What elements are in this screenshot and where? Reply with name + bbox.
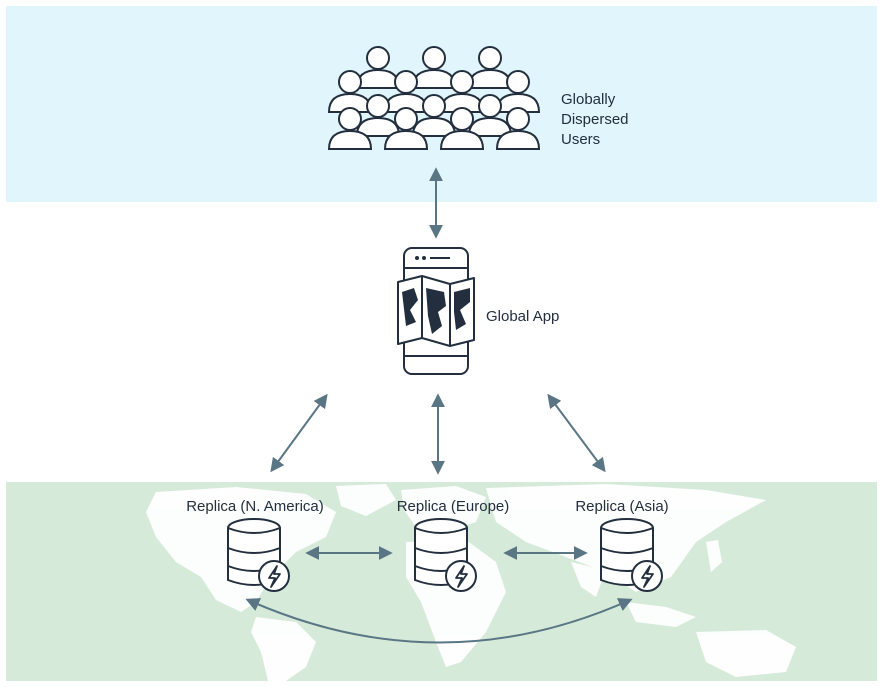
users-label-line-2: Dispersed [561,111,629,128]
replica-na-database-icon [227,518,290,592]
users-group-icon [328,46,540,150]
users-label-line-3: Users [561,131,601,148]
replica-eu-label: Replica (Europe) [396,498,510,515]
app-label: Global App [486,308,560,325]
replica-na-label: Replica (N. America) [186,498,324,515]
mobile-map-icon [397,247,475,375]
map-india [571,562,606,597]
replica-eu-database-icon [414,518,477,592]
replica-asia-label: Replica (Asia) [575,498,669,515]
map-japan [706,540,722,572]
arrow-na-asia-curve [245,598,633,644]
users-label: Globally Dispersed Users [561,90,651,150]
arrow-app-replica-asia [547,393,606,473]
map-greenland [336,484,396,516]
replica-asia-database-icon [600,518,663,592]
users-label-line-1: Globally [561,91,616,108]
map-southeast-asia [626,602,696,627]
map-australia [696,630,796,677]
map-south-america [251,617,316,681]
map-europe [401,486,486,532]
arrow-app-replica-na [270,393,328,473]
